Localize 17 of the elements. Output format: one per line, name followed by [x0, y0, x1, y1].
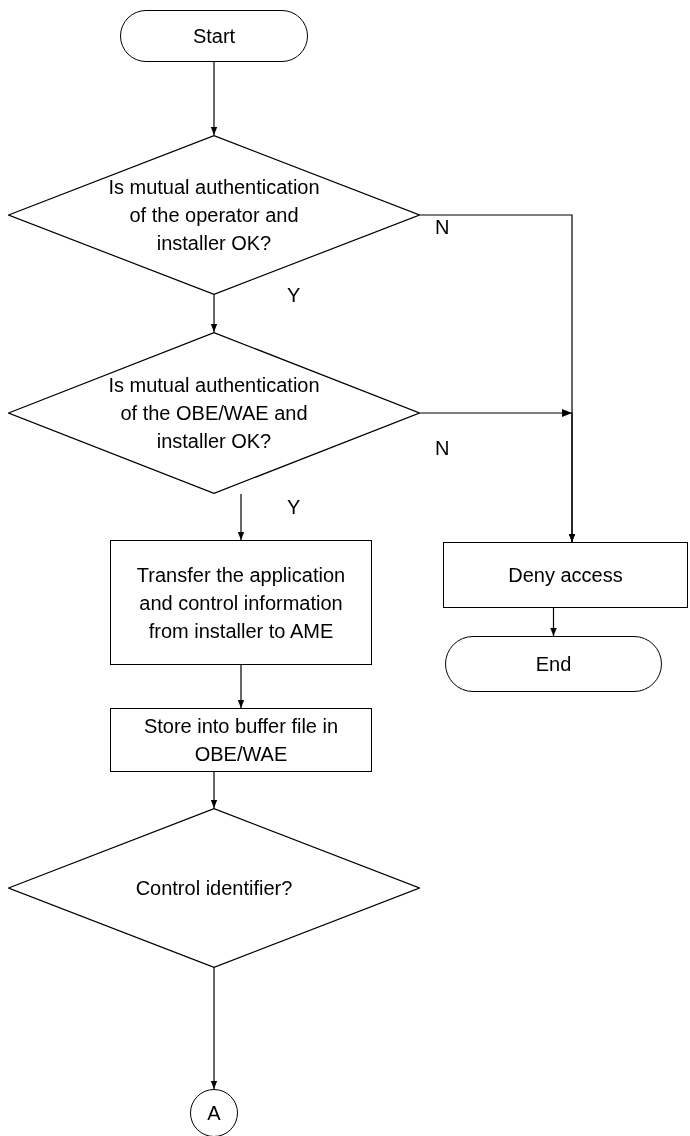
node-text: Is mutual authentication of the operator and installer OK?	[107, 175, 321, 256]
node-text: A	[207, 1101, 221, 1126]
decision-diamond	[8, 808, 420, 968]
node-text: Transfer the application and control information from installer to AME	[135, 562, 347, 644]
process-box	[443, 542, 688, 608]
terminator-shape	[120, 10, 308, 62]
node-text: Start	[192, 24, 236, 49]
node-text: Store into buffer file in OBE/WAE	[142, 714, 340, 767]
node-text: Is mutual authentication of the OBE/WAE and installer OK?	[107, 373, 321, 454]
connector-circle	[190, 1089, 238, 1136]
terminator-shape	[445, 636, 662, 692]
decision-diamond	[8, 332, 420, 494]
process-box	[110, 708, 372, 772]
node-text: Deny access	[508, 563, 623, 588]
process-box	[110, 540, 372, 665]
node-text: Control identifier?	[134, 876, 294, 901]
node-text: End	[535, 652, 572, 677]
